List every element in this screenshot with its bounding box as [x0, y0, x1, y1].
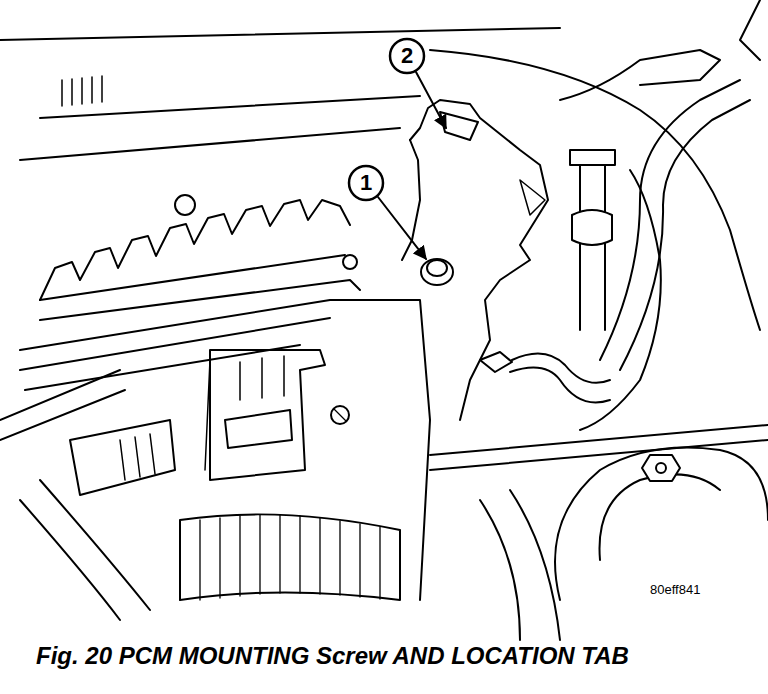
- callout-number: 1: [360, 172, 372, 194]
- callout-circle: 1: [347, 164, 385, 202]
- callout-number: 2: [401, 45, 413, 67]
- figure-caption: Fig. 20 PCM MOUNTING Screw AND LOCATION …: [36, 642, 629, 670]
- callout-circle: 2: [388, 37, 426, 75]
- figure-code: 80eff841: [650, 582, 700, 597]
